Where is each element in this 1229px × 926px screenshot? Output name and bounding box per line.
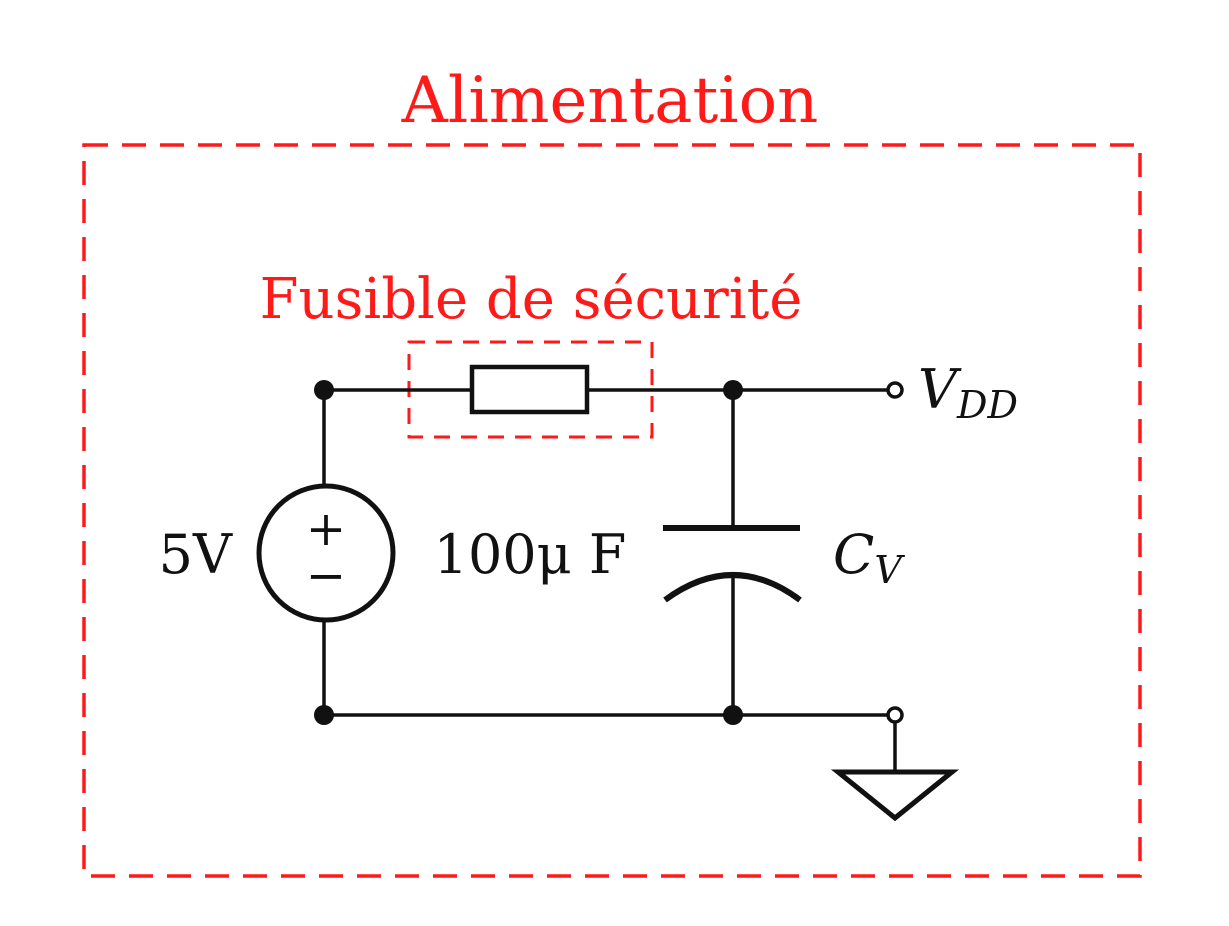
capacitance-value-label: 100μ F <box>434 523 627 586</box>
output-name-label: VDD <box>918 358 1018 427</box>
fuse-title: Fusible de sécurité <box>260 267 803 332</box>
capacitor-name-main: C <box>833 523 874 586</box>
voltage-source-symbol <box>256 483 396 623</box>
source-value-label: 5V <box>159 523 233 586</box>
output-terminal-ground <box>886 706 904 724</box>
junction-top-left <box>314 380 334 400</box>
fuse-symbol <box>469 364 590 415</box>
output-name-sub: DD <box>956 383 1018 427</box>
capacitor-name-label: CV <box>833 523 905 592</box>
source-minus-sign: − <box>306 548 346 604</box>
junction-top-right <box>723 380 743 400</box>
capacitor-name-sub: V <box>874 548 905 592</box>
output-name-main: V <box>918 358 962 421</box>
alimentation-title: Alimentation <box>401 64 819 138</box>
source-plus-sign: + <box>306 501 346 557</box>
output-terminal-vdd <box>886 381 904 399</box>
capacitor-plate-curved <box>663 572 802 603</box>
junction-bottom-left <box>314 705 334 725</box>
junction-bottom-right <box>723 705 743 725</box>
ground-symbol <box>830 769 960 822</box>
alimentation-group-box <box>82 143 1142 878</box>
